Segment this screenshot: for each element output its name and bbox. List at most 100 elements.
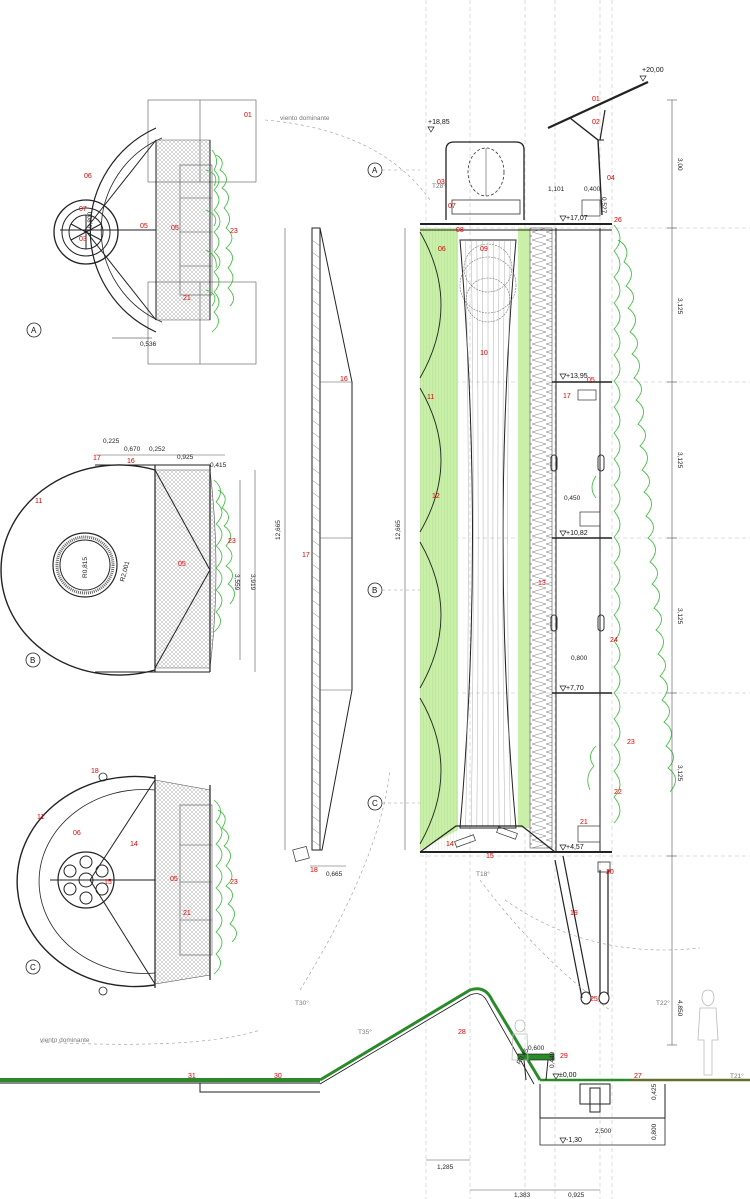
dim-3-125-d: 3,125 [676, 765, 683, 782]
label-15: 15 [486, 853, 494, 860]
dim-0800-mid: 0,800 [571, 655, 588, 662]
label-26: 26 [614, 217, 622, 224]
plan-b-label-11: 11 [35, 498, 42, 505]
label-31: 31 [188, 1073, 196, 1080]
dim-0527: 0,527 [600, 197, 607, 214]
level-roof: +18,85 [428, 119, 450, 126]
plan-b-dim-0925: 0,925 [177, 454, 194, 461]
label-03: 03 [437, 179, 445, 186]
section-marker-a: A [372, 166, 378, 175]
label-07: 07 [448, 203, 456, 210]
dim-3-00: 3,00 [676, 158, 683, 171]
label-12: 12 [432, 493, 440, 500]
temp-28: T28° [432, 182, 446, 190]
dim-3-125-a: 3,125 [676, 298, 683, 315]
dim-0450: 0,450 [564, 495, 581, 502]
plan-b-label-23: 23 [228, 538, 236, 545]
plan-a-label-03: 03 [79, 236, 87, 243]
plan-c-label-11: 11 [37, 814, 44, 821]
elev-label-18: 18 [310, 867, 318, 874]
dim-2500: 2,500 [595, 1128, 612, 1135]
label-22: 22 [614, 789, 622, 796]
label-04: 04 [607, 175, 615, 182]
plan-b-dim-0225: 0,225 [103, 438, 120, 445]
label-08: 08 [456, 227, 464, 234]
plan-a-label-06: 06 [84, 173, 92, 180]
label-29: 29 [560, 1053, 568, 1060]
temp-35: T35° [358, 1028, 372, 1036]
plan-b-r0815: R0,815 [82, 557, 89, 578]
plan-b-dim-0415: 0,415 [210, 462, 227, 469]
label-20: 20 [606, 869, 614, 876]
temp-21: T21° [730, 1072, 744, 1080]
plan-b-dim-0252: 0,252 [149, 446, 166, 453]
plan-a-dim-0800: 0,800 [87, 211, 94, 228]
plan-c-label-18: 18 [91, 768, 99, 775]
section-markers [367, 162, 420, 811]
plan-a-label-07: 07 [79, 206, 87, 213]
level-pit: -1,30 [566, 1137, 582, 1144]
plan-b-label-16: 16 [127, 458, 135, 465]
label-11: 11 [427, 394, 434, 401]
plan-b [0, 454, 256, 676]
label-10: 10 [480, 350, 488, 357]
temp-30: T30° [295, 999, 309, 1007]
plan-b-dim-3559: 3,559 [233, 574, 240, 591]
level-l4: +17,07 [566, 215, 588, 222]
plan-c-label-23: 23 [230, 879, 238, 886]
elev-dim-12665: 12,665 [275, 520, 282, 540]
level-l1: +7,70 [566, 685, 584, 692]
plan-b-dim-0670: 0,670 [124, 446, 141, 453]
plan-a-label-23: 23 [230, 228, 238, 235]
ground-section [0, 987, 750, 1191]
plan-b-label-17: 17 [93, 455, 101, 462]
main-section [39, 81, 701, 1045]
level-ground: ±0,00 [559, 1072, 577, 1079]
label-28: 28 [458, 1029, 466, 1036]
plan-c-label-14: 14 [130, 841, 138, 848]
level-l2: +10,82 [566, 530, 588, 537]
elev-dim-0665: 0,665 [326, 871, 343, 878]
label-30: 30 [274, 1073, 282, 1080]
level-base: +4,57 [566, 844, 584, 851]
plan-a-label-01: 01 [244, 112, 252, 119]
label-02: 02 [592, 119, 600, 126]
temp-18: T18° [476, 870, 490, 878]
dim-0425: 0,425 [651, 1083, 658, 1100]
wind-note-bottom: viento dominante [40, 1037, 90, 1044]
label-19: 19 [570, 910, 578, 917]
dim-0449: 0,449 [549, 1051, 556, 1068]
dim-0925-bottom: 0,925 [568, 1192, 585, 1199]
plan-a [26, 99, 257, 365]
level-l3: +13,95 [566, 373, 588, 380]
dim-4-850: 4,850 [676, 1000, 683, 1017]
plan-b-dim-3919: 3,919 [249, 574, 256, 591]
wind-note-top: viento dominante [280, 115, 330, 122]
label-21: 21 [580, 819, 588, 826]
label-05: 05 [587, 377, 595, 384]
label-09: 09 [480, 246, 488, 253]
plan-b-marker: B [30, 656, 35, 665]
reference-grid [420, 0, 750, 1199]
level-markers [427, 75, 647, 1144]
dim-3-125-c: 3,125 [676, 608, 683, 625]
temp-22: T22° [656, 999, 670, 1007]
section-marker-b: B [372, 586, 377, 595]
dim-0600: 0,600 [528, 1045, 545, 1052]
plan-a-label-05b: 05 [171, 225, 179, 232]
dim-0800-pit: 0,800 [651, 1123, 658, 1140]
label-17: 17 [563, 393, 571, 400]
plan-c [16, 772, 237, 996]
side-elevation [284, 227, 406, 867]
elev-label-16: 16 [340, 376, 348, 383]
label-14: 14 [446, 841, 454, 848]
plan-c-label-15: 15 [104, 879, 112, 886]
dim-3-125-b: 3,125 [676, 452, 683, 469]
level-top: +20,00 [642, 67, 664, 74]
plan-c-marker: C [30, 963, 36, 972]
plan-a-marker: A [31, 326, 37, 335]
plan-a-label-21: 21 [183, 295, 191, 302]
section-dim-12665: 12,665 [395, 520, 402, 540]
elev-label-17: 17 [302, 552, 310, 559]
plan-a-label-05: 05 [140, 223, 148, 230]
